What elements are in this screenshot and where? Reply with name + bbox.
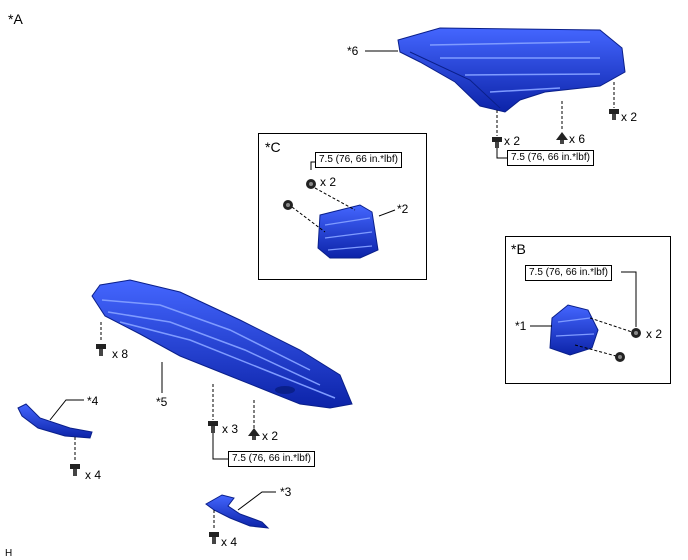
bolt-icon: [209, 532, 219, 544]
view-label: *A: [8, 11, 23, 27]
qty-6-right: x 2: [621, 110, 638, 124]
qty-inset-b: x 2: [646, 327, 663, 341]
inset-b-label: *B: [511, 241, 526, 257]
torque-spec-inset-c: 7.5 (76, 66 in.*lbf): [315, 152, 402, 168]
torque-spec-top: 7.5 (76, 66 in.*lbf): [507, 150, 594, 166]
clip-icon: [248, 428, 260, 440]
part-label-6: *6: [347, 44, 359, 58]
qty-inset-c: x 2: [320, 175, 337, 189]
part-label-3: *3: [280, 485, 292, 499]
qty-6-mid: x 6: [569, 132, 586, 146]
part-label-5: *5: [156, 395, 168, 409]
part-label-1: *1: [515, 319, 527, 333]
part-6-cover: [397, 27, 626, 113]
part-label-2: *2: [397, 202, 409, 216]
bolt-icon: [70, 464, 80, 476]
screw-icon: [306, 179, 316, 189]
part-3-bracket: [205, 494, 270, 529]
qty-4: x 4: [85, 468, 102, 482]
inset-c-label: *C: [265, 139, 281, 155]
screw-icon: [631, 328, 641, 338]
screw-icon: [615, 352, 625, 362]
qty-5-left: x 8: [112, 347, 129, 361]
torque-spec-bottom: 7.5 (76, 66 in.*lbf): [228, 451, 315, 467]
part-5-cover: [91, 279, 353, 409]
bolt-icon: [609, 109, 619, 120]
torque-spec-inset-b: 7.5 (76, 66 in.*lbf): [525, 265, 612, 281]
inset-c: [258, 133, 427, 280]
screw-icon: [283, 200, 293, 210]
inset-b: [505, 236, 671, 384]
part-4-bracket: [17, 403, 93, 439]
part-1-cover: [549, 304, 599, 356]
qty-3: x 4: [221, 535, 238, 549]
bolt-icon: [208, 421, 218, 433]
part-label-4: *4: [87, 394, 99, 408]
clip-icon: [556, 132, 568, 144]
bolt-icon: [492, 137, 502, 148]
part-2-cover: [317, 204, 379, 259]
footer-mark: H: [5, 548, 13, 559]
qty-5-right: x 2: [262, 429, 279, 443]
qty-6-left: x 2: [504, 134, 521, 148]
qty-5-mid: x 3: [222, 422, 239, 436]
bolt-icon: [96, 344, 106, 356]
